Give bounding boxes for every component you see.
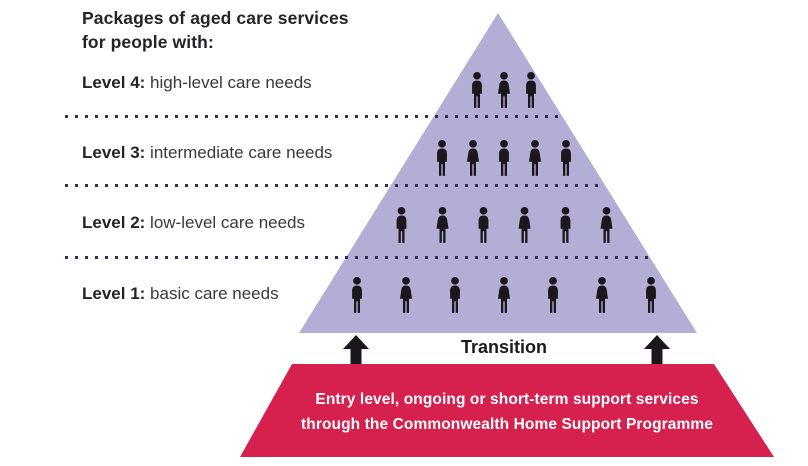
level-2-description: low-level care needs [150,213,306,232]
diagram-title: Packages of aged care services for peopl… [82,6,349,54]
person-icon [498,277,510,313]
person-icon [548,277,558,313]
person-icon [518,207,531,243]
level-4-description: high-level care needs [150,73,312,92]
person-icon [436,207,449,243]
person-icon [396,207,407,243]
person-icon [472,72,482,108]
pyramid-people-row-level-3 [432,136,576,180]
person-icon [450,277,460,313]
level-3-name: Level 3: [82,143,146,162]
person-icon [561,140,571,176]
person-icon [467,140,479,176]
level-1-label: Level 1: basic care needs [82,284,279,304]
diagram-title-line1: Packages of aged care services [82,8,349,28]
dotted-separator-level4-level3 [65,115,561,118]
up-arrow-icon [644,335,670,366]
up-arrow-icon [343,335,369,366]
person-icon [499,140,509,176]
person-icon [529,140,541,176]
person-icon [400,277,412,313]
diagram-title-line2: for people with: [82,32,214,52]
level-3-label: Level 3: intermediate care needs [82,143,332,163]
person-icon [646,277,656,313]
person-icon [437,140,447,176]
person-icon [560,207,571,243]
pyramid-people-row-level-1 [347,273,661,317]
level-4-name: Level 4: [82,73,146,92]
pyramid-people-row-level-4 [467,68,541,112]
level-1-description: basic care needs [150,284,279,303]
chsp-banner-line2: through the Commonwealth Home Support Pr… [300,415,714,433]
person-icon [596,277,608,313]
level-4-label: Level 4: high-level care needs [82,73,312,93]
level-1-name: Level 1: [82,284,146,303]
pyramid-people-row-level-2 [392,203,617,247]
chsp-banner: Entry level, ongoing or short-term suppo… [240,364,774,457]
person-icon [526,72,536,108]
person-icon [498,72,510,108]
person-icon [600,207,613,243]
level-2-label: Level 2: low-level care needs [82,213,305,233]
chsp-banner-line1: Entry level, ongoing or short-term suppo… [315,390,699,408]
level-3-description: intermediate care needs [150,143,333,162]
person-icon [352,277,362,313]
dotted-separator-level3-level2 [65,184,605,187]
level-2-name: Level 2: [82,213,146,232]
person-icon [478,207,489,243]
dotted-separator-level2-level1 [65,256,648,259]
transition-label: Transition [460,337,548,357]
